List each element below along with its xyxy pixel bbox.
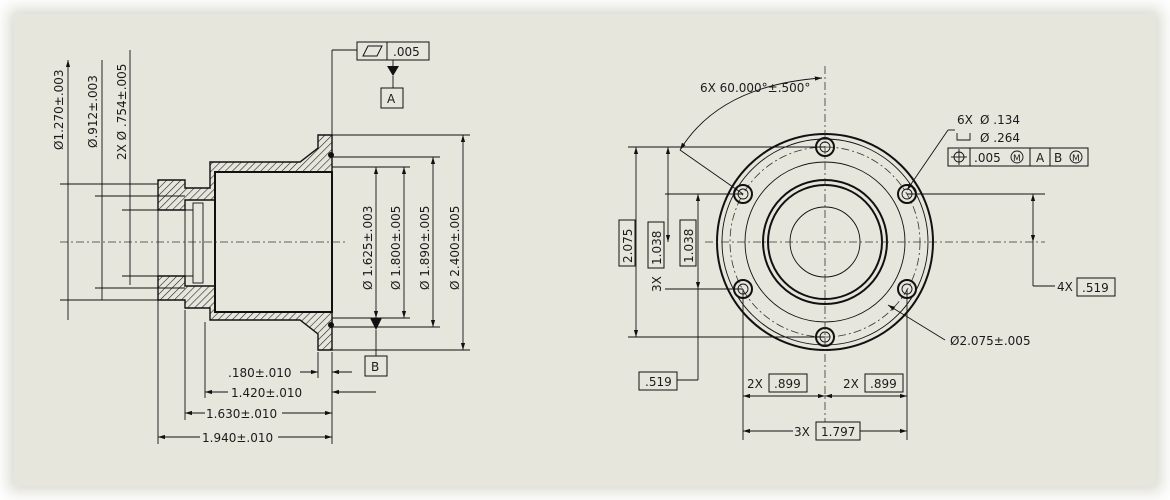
datum-ref-b-box [1049,147,1089,167]
prefix-3x-b-label: 3X [794,425,810,439]
dia-754-label: 2X Ø .754±.005 [115,64,129,160]
dia-1270-label: Ø1.270±.003 [52,69,66,150]
flatness-tol-label: .005 [393,45,420,59]
neck-outline [184,199,216,287]
dim-899-b-box [864,373,904,393]
cbore-label: Ø .264 [980,131,1020,145]
datum-a-box [380,87,404,109]
datum-b-label: B [371,360,379,374]
len-1420-label: 1.420±.010 [231,386,302,400]
mmc-icon [1069,150,1083,164]
prefix-3x-label: 3X [650,276,664,292]
dim-1038-a-label: 1.038 [650,231,664,265]
groove-outline [192,202,204,284]
hole-callout-leader [906,129,949,191]
pos-ref-b-label: B [1054,151,1062,165]
front-view: 6X 60.000°±.500° 6X Ø .134 Ø .264 .005 M… [618,66,1116,441]
angle-arc [679,76,823,151]
dim-1038-box-a [647,221,665,269]
dim-1038-box-b [679,219,697,267]
flange-bolt-mark-bottom [328,322,334,328]
dim-519-left-box [638,371,678,391]
dim-519-right-box [1076,277,1116,297]
dia-1625-label: Ø 1.625±.003 [361,206,375,290]
angle-label: 6X 60.000°±.500° [700,81,810,95]
drawing-sheet: Ø1.270±.003 Ø.912±.003 2X Ø .754±.005 Ø … [14,14,1156,486]
datum-b-box [364,355,388,377]
datum-b-triangle [370,318,382,330]
len-1940-label: 1.940±.010 [202,431,273,445]
flange-bolt-mark-top [328,152,334,158]
svg-text:M: M [1072,154,1080,164]
datum-a-triangle [387,66,399,76]
dim-519-right-label: .519 [1082,281,1109,295]
holes-dia-label: Ø .134 [980,113,1020,127]
flatness-icon [362,45,383,57]
side-section-view: Ø1.270±.003 Ø.912±.003 2X Ø .754±.005 Ø … [52,41,470,445]
bolt-circle-leader [887,304,946,341]
technical-drawing: Ø1.270±.003 Ø.912±.003 2X Ø .754±.005 Ø … [52,41,1116,445]
flatness-symbol-box [356,41,388,61]
pos-ref-a-label: A [1036,151,1045,165]
flatness-tol-box [386,41,430,61]
dim-519-left-label: .519 [645,375,672,389]
bolt-circle-label: Ø2.075±.005 [950,334,1031,348]
prefix-4x-label: 4X [1057,280,1073,294]
dim-2075-box [618,219,636,267]
dim-1038-b-label: 1.038 [682,229,696,263]
dia-2400-label: Ø 2.400±.005 [448,206,462,290]
dia-1800-label: Ø 1.800±.005 [389,206,403,290]
len-1630-label: 1.630±.010 [206,407,277,421]
dim-2075-label: 2.075 [621,229,635,263]
prefix-2x-b-label: 2X [843,377,859,391]
ext-line [679,149,744,195]
dia-1890-label: Ø 1.890±.005 [418,206,432,290]
len-180-label: .180±.010 [228,366,292,380]
datum-a-label: A [387,92,396,106]
counterbore-icon [956,133,971,141]
prefix-2x-a-label: 2X [747,377,763,391]
dim-899-a-box [768,373,808,393]
dia-912-label: Ø.912±.003 [86,75,100,148]
dim-1797-box [815,421,861,441]
holes-qty-label: 6X [957,113,973,127]
pos-tol-label: .005 [974,151,1001,165]
svg-text:M: M [1013,154,1021,164]
dim-1797-label: 1.797 [821,425,855,439]
mmc-icon [1010,150,1024,164]
dim-899-b-label: .899 [870,377,897,391]
dim-899-a-label: .899 [774,377,801,391]
